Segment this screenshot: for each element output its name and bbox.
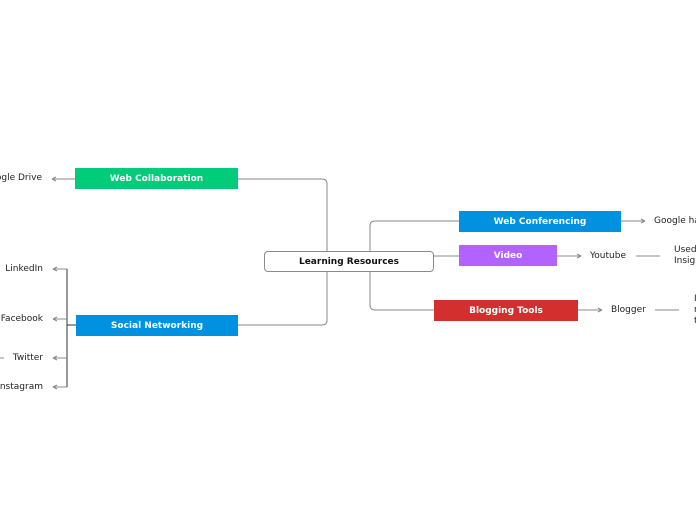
- branch-social-networking[interactable]: Social Networking: [76, 315, 238, 336]
- leaf-google-drive-label: Google Drive: [0, 173, 42, 183]
- branch-web-conferencing-label: Web Conferencing: [493, 216, 587, 227]
- leaf-linkedin[interactable]: LinkedIn: [5, 264, 43, 275]
- connector-blogging-blogger: [578, 307, 603, 313]
- branch-video[interactable]: Video: [459, 245, 557, 266]
- connector-root-web-conferencing: [369, 220, 459, 251]
- leaf-youtube-detail-line-2: Insig: [674, 256, 696, 266]
- central-topic-label: Learning Resources: [298, 256, 400, 267]
- central-topic[interactable]: Learning Resources: [264, 251, 434, 272]
- connector-social-facebook: [52, 316, 67, 322]
- branch-web-collaboration[interactable]: Web Collaboration: [75, 168, 238, 189]
- branch-web-collaboration-label: Web Collaboration: [109, 173, 204, 184]
- branch-social-networking-label: Social Networking: [110, 320, 204, 331]
- leaf-linkedin-label: LinkedIn: [5, 264, 43, 274]
- leaf-youtube-detail-line-1: Used: [674, 245, 696, 255]
- leaf-blogger-detail[interactable]: I n t: [694, 294, 696, 327]
- leaf-google-drive[interactable]: Google Drive: [0, 173, 42, 184]
- branch-web-conferencing[interactable]: Web Conferencing: [459, 211, 621, 232]
- connector-social-instagram: [52, 384, 67, 390]
- leaf-blogger-detail-line-2: n: [694, 305, 696, 316]
- leaf-youtube[interactable]: Youtube: [590, 251, 626, 262]
- connector-social-bracket: [66, 269, 76, 387]
- leaf-facebook-label: Facebook: [0, 314, 43, 324]
- connector-root-web-collaboration: [238, 178, 328, 251]
- leaf-google-hangouts-label: Google hangouts: [654, 216, 696, 226]
- connector-root-social-networking: [238, 272, 328, 326]
- leaf-youtube-label: Youtube: [590, 251, 626, 261]
- connector-video-youtube: [557, 253, 582, 259]
- leaf-youtube-detail[interactable]: Used Insig: [674, 245, 696, 267]
- leaf-twitter[interactable]: Twitter: [13, 353, 43, 364]
- branch-video-label: Video: [493, 250, 523, 261]
- branch-blogging-tools[interactable]: Blogging Tools: [434, 300, 578, 321]
- leaf-instagram[interactable]: Instagram: [0, 382, 43, 393]
- leaf-twitter-label: Twitter: [12, 353, 43, 363]
- leaf-blogger[interactable]: Blogger: [611, 305, 646, 316]
- connector-social-linkedin: [52, 266, 67, 272]
- connector-root-blogging-tools: [369, 272, 434, 311]
- leaf-blogger-label: Blogger: [611, 305, 646, 315]
- branch-blogging-tools-label: Blogging Tools: [469, 305, 543, 316]
- connector-web-collaboration-google-drive: [51, 176, 75, 182]
- leaf-blogger-detail-line-3: t: [694, 316, 696, 326]
- leaf-instagram-label: Instagram: [0, 382, 43, 392]
- leaf-google-hangouts[interactable]: Google hangouts: [654, 216, 696, 227]
- connector-social-twitter: [52, 355, 67, 361]
- leaf-facebook[interactable]: Facebook: [1, 314, 43, 325]
- leaf-blogger-detail-line-1: I: [694, 294, 696, 304]
- connector-web-conferencing-google-hangouts: [621, 218, 646, 224]
